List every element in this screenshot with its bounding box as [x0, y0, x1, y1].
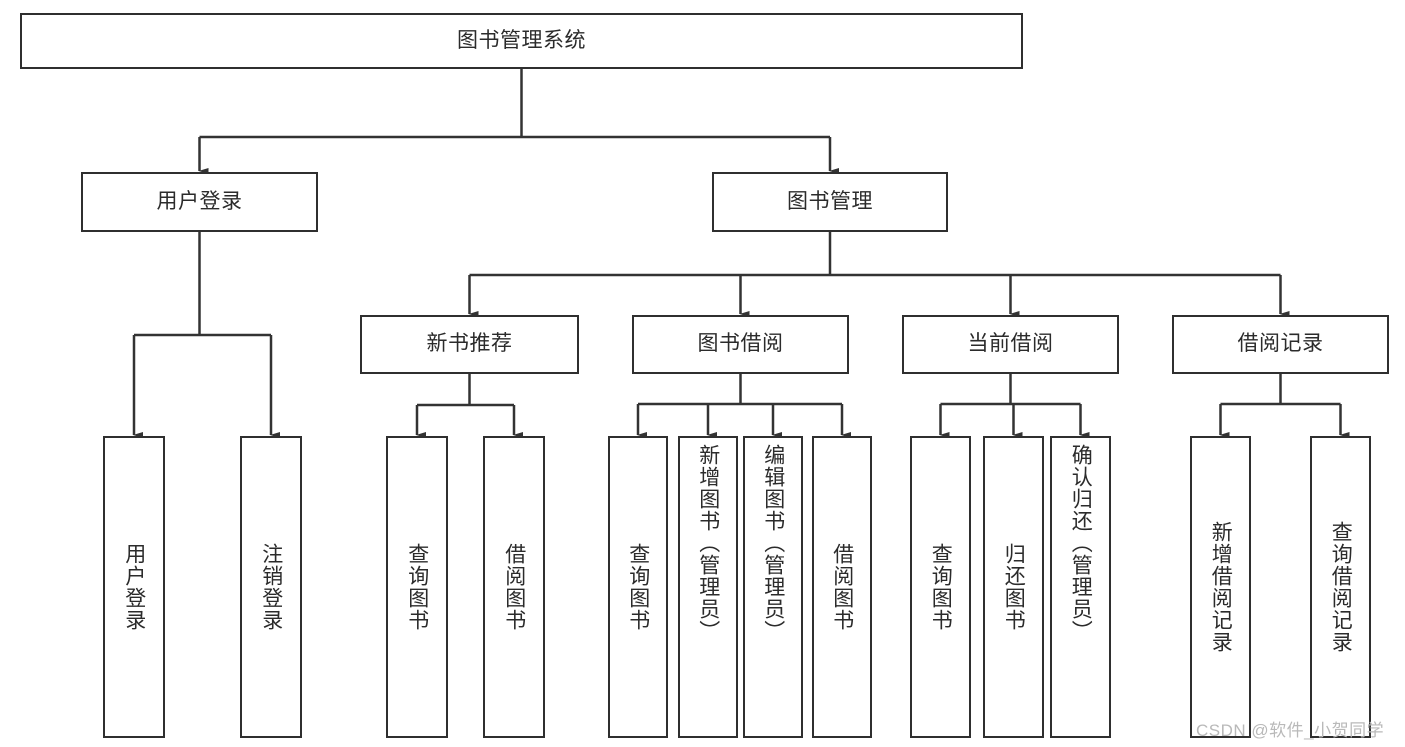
- node-label-leaf-query-record: 查询借阅记录: [1329, 521, 1353, 653]
- node-label-leaf-add-record: 新增借阅记录: [1209, 521, 1233, 653]
- node-label-leaf-query-book-2: 查询图书: [626, 543, 650, 631]
- node-label-leaf-query-book-1: 查询图书: [405, 543, 429, 631]
- node-label-leaf-add-book: 新增图书（管理员）: [696, 444, 720, 642]
- connector-lines: [132, 69, 1350, 438]
- node-leaf-borrow-book-2[interactable]: 借阅图书: [812, 436, 872, 738]
- node-user-login[interactable]: 用户登录: [81, 172, 318, 232]
- node-leaf-return-book[interactable]: 归还图书: [983, 436, 1044, 738]
- node-book-manage[interactable]: 图书管理: [712, 172, 948, 232]
- node-leaf-query-book-2[interactable]: 查询图书: [608, 436, 668, 738]
- node-leaf-borrow-book-1[interactable]: 借阅图书: [483, 436, 545, 738]
- node-label-leaf-user-login: 用户登录: [122, 543, 146, 631]
- node-new-book-rec[interactable]: 新书推荐: [360, 315, 579, 374]
- node-label-leaf-query-book-3: 查询图书: [929, 543, 953, 631]
- node-label-borrow-record: 借阅记录: [1237, 332, 1324, 356]
- node-leaf-add-book[interactable]: 新增图书（管理员）: [678, 436, 738, 738]
- node-current-borrow[interactable]: 当前借阅: [902, 315, 1119, 374]
- node-leaf-query-book-3[interactable]: 查询图书: [910, 436, 971, 738]
- node-leaf-user-logout[interactable]: 注销登录: [240, 436, 302, 738]
- node-leaf-query-record[interactable]: 查询借阅记录: [1310, 436, 1371, 738]
- node-leaf-query-book-1[interactable]: 查询图书: [386, 436, 448, 738]
- node-label-root: 图书管理系统: [457, 28, 586, 52]
- node-label-leaf-edit-book: 编辑图书（管理员）: [761, 444, 785, 642]
- node-leaf-user-login[interactable]: 用户登录: [103, 436, 165, 738]
- node-label-book-borrow: 图书借阅: [697, 332, 784, 356]
- node-leaf-confirm-return[interactable]: 确认归还（管理员）: [1050, 436, 1111, 738]
- node-label-new-book-rec: 新书推荐: [426, 332, 513, 356]
- node-leaf-edit-book[interactable]: 编辑图书（管理员）: [743, 436, 803, 738]
- node-label-user-login: 用户登录: [156, 189, 243, 213]
- node-label-leaf-return-book: 归还图书: [1002, 543, 1026, 631]
- node-book-borrow[interactable]: 图书借阅: [632, 315, 849, 374]
- node-root[interactable]: 图书管理系统: [20, 13, 1023, 69]
- node-label-current-borrow: 当前借阅: [967, 332, 1054, 356]
- node-label-leaf-borrow-book-1: 借阅图书: [502, 543, 526, 631]
- node-label-leaf-confirm-return: 确认归还（管理员）: [1069, 444, 1093, 642]
- node-leaf-add-record[interactable]: 新增借阅记录: [1190, 436, 1251, 738]
- node-label-leaf-borrow-book-2: 借阅图书: [830, 543, 854, 631]
- node-label-book-manage: 图书管理: [787, 189, 873, 213]
- node-borrow-record[interactable]: 借阅记录: [1172, 315, 1389, 374]
- node-label-leaf-user-logout: 注销登录: [259, 543, 283, 631]
